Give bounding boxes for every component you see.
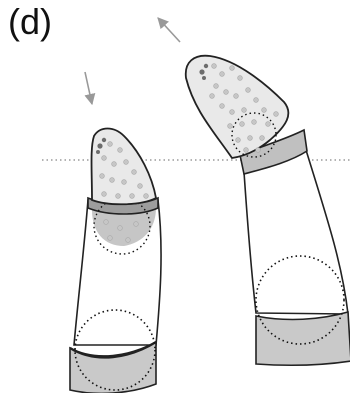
arrow-up-left	[158, 18, 180, 42]
tall-element	[186, 56, 350, 366]
tall-base	[256, 312, 350, 365]
arrow-down	[85, 72, 92, 104]
short-tip	[92, 129, 157, 205]
tall-shaft	[244, 150, 348, 314]
short-element	[70, 129, 161, 393]
